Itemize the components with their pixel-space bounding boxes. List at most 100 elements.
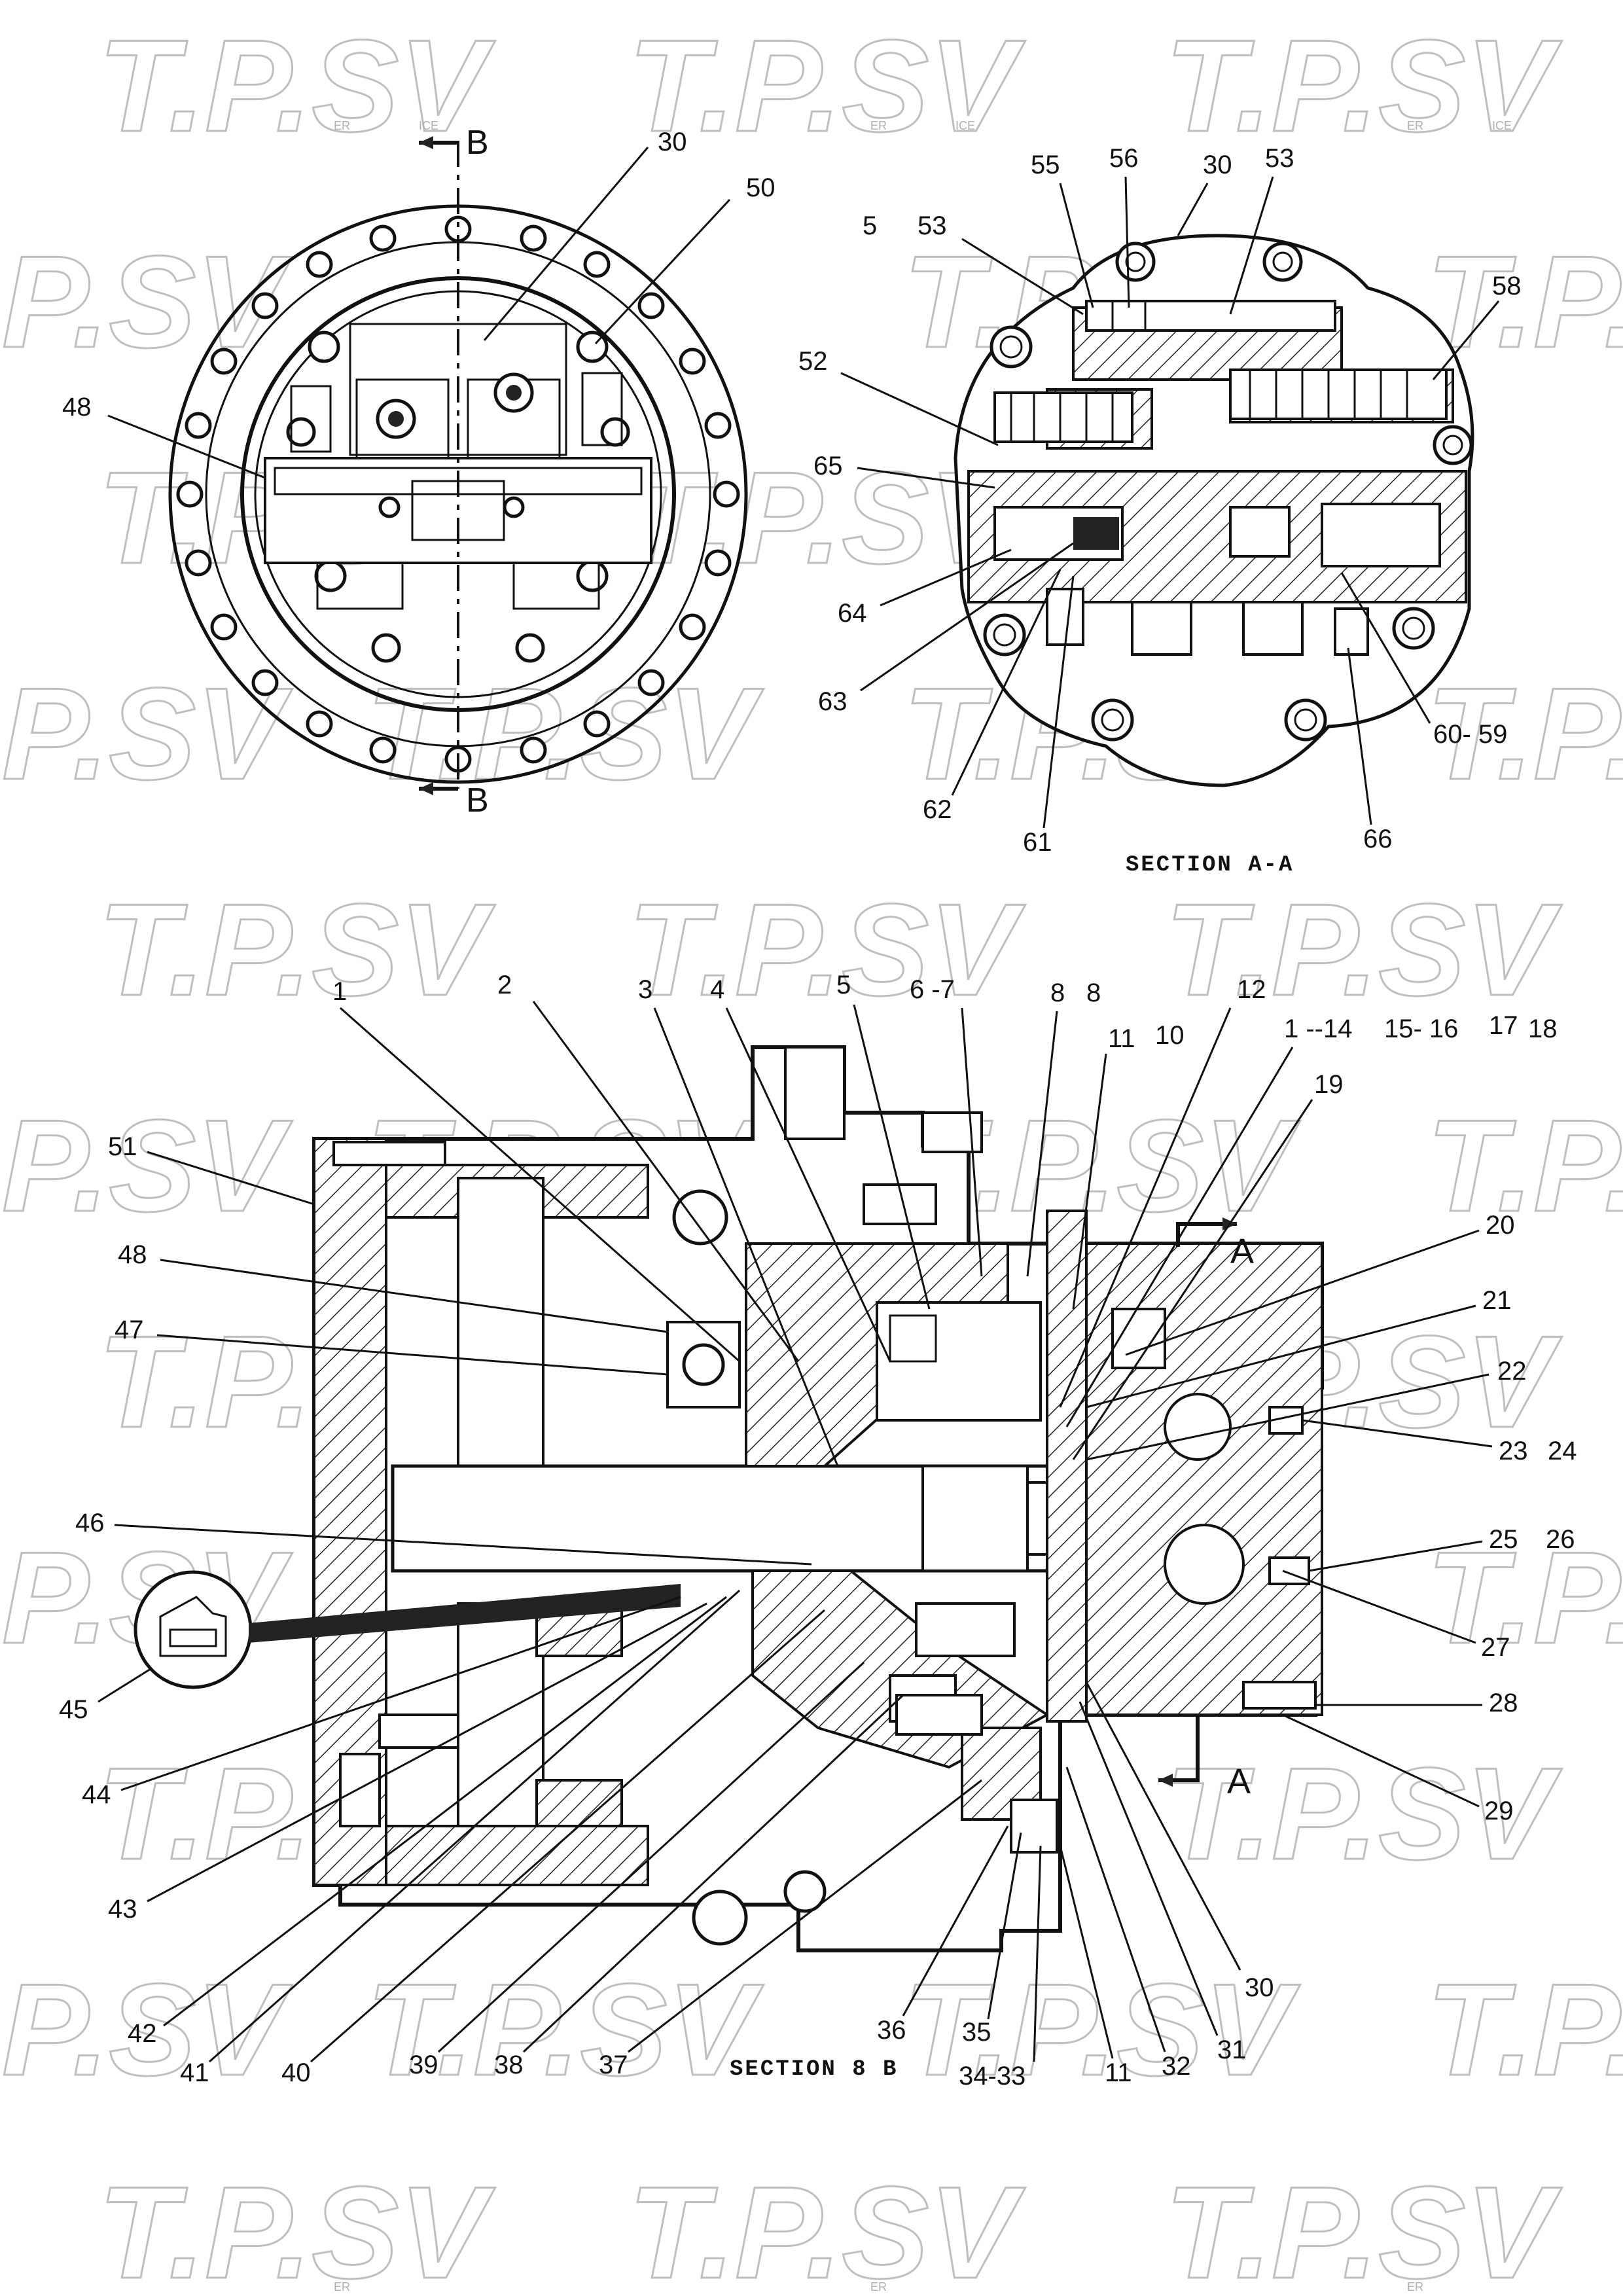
flange-bolt-holes — [176, 215, 740, 773]
callout-12: 12 — [1237, 975, 1266, 1004]
callout-18: 18 — [1528, 1014, 1558, 1043]
section-mark-a-bottom: A — [1227, 1762, 1251, 1801]
callout-8b: 8 — [1086, 978, 1101, 1007]
callout-32: 32 — [1162, 2052, 1191, 2081]
watermark-text: T.P.SV — [628, 877, 1026, 1023]
watermark-text: T.P.SV — [1165, 13, 1562, 159]
callout-52: 52 — [798, 347, 828, 376]
section-mark-b-bottom: B — [466, 781, 489, 819]
svg-text:ER: ER — [1407, 2280, 1423, 2293]
callout-1-14: 1 --14 — [1284, 1014, 1353, 1043]
watermark-text: T.P.SV — [98, 2160, 495, 2296]
callout-39: 39 — [409, 2051, 438, 2079]
inner-bolt-holes — [286, 331, 630, 663]
svg-text:ICE: ICE — [419, 119, 438, 132]
callout-41: 41 — [180, 2058, 209, 2087]
callout-48: 48 — [62, 393, 92, 422]
svg-text:ER: ER — [870, 119, 887, 132]
watermark-text: T.P.SV — [0, 661, 293, 807]
watermark-text: T.P.SV — [366, 1957, 764, 2103]
callout-24: 24 — [1548, 1437, 1577, 1465]
callout-4: 4 — [710, 975, 724, 1004]
callout-6-7: 6 -7 — [910, 975, 955, 1004]
callout-66: 66 — [1363, 825, 1393, 853]
callout-60-59: 60- 59 — [1433, 720, 1507, 749]
watermark-text: T.P.SV — [1427, 661, 1623, 807]
callout-63: 63 — [818, 687, 847, 716]
watermark-text: T.P.SV — [628, 2160, 1026, 2296]
callout-20: 20 — [1486, 1211, 1515, 1240]
watermark-text: T.P.SV — [1427, 1525, 1623, 1671]
callout-2: 2 — [497, 971, 512, 999]
callout-43: 43 — [108, 1895, 137, 1924]
callout-64: 64 — [838, 599, 867, 628]
watermark-text: T.P.SV — [98, 877, 495, 1023]
callout-34-33: 34-33 — [959, 2062, 1026, 2090]
callout-53: 53 — [918, 211, 947, 240]
callout-51: 51 — [108, 1132, 137, 1161]
watermark-text: T.P.SV — [1165, 1741, 1562, 1887]
watermark-text: T.P.SV — [1427, 1957, 1623, 2103]
section-mark-b-top: B — [466, 124, 489, 162]
callout-5: 5 — [863, 211, 877, 240]
watermark-text: T.P.SV — [1165, 877, 1562, 1023]
callout-36: 36 — [877, 2016, 906, 2045]
svg-text:ICE: ICE — [1492, 119, 1512, 132]
callout-27: 27 — [1481, 1633, 1510, 1662]
callout-45: 45 — [59, 1695, 88, 1724]
watermark-text: T.P.SV — [1427, 1093, 1623, 1239]
section-a-caption: SECTION A-A — [1126, 853, 1294, 878]
section-a-a-view: 55 56 30 53 5 53 58 52 65 64 63 62 61 66… — [798, 144, 1522, 878]
callout-5: 5 — [836, 971, 851, 999]
callout-19: 19 — [1314, 1070, 1344, 1099]
watermark-text: T.P.SV — [628, 13, 1026, 159]
callout-8: 8 — [1050, 978, 1065, 1007]
callout-56: 56 — [1109, 144, 1139, 173]
callout-62: 62 — [923, 795, 952, 824]
callout-26: 26 — [1546, 1525, 1575, 1554]
callout-11: 11 — [1108, 1024, 1135, 1053]
svg-text:ER: ER — [1407, 119, 1423, 132]
callout-29: 29 — [1484, 1797, 1514, 1825]
watermark-text: T.P.SV — [1165, 2160, 1562, 2296]
callout-38: 38 — [494, 2051, 524, 2079]
watermark-text: T.P.SV — [98, 13, 495, 159]
callout-10: 10 — [1155, 1021, 1185, 1050]
callout-37: 37 — [599, 2051, 628, 2079]
callout-28: 28 — [1489, 1689, 1518, 1717]
section-b-view: A A 1 2 3 4 5 6 -7 8 8 11 10 12 1 --14 1… — [59, 971, 1577, 2090]
section-mark-a-top: A — [1230, 1232, 1254, 1271]
callout-23: 23 — [1499, 1437, 1528, 1465]
callout-58: 58 — [1492, 272, 1522, 300]
svg-text:ICE: ICE — [955, 119, 975, 132]
callout-40: 40 — [281, 2058, 311, 2087]
svg-text:ER: ER — [334, 2280, 350, 2293]
watermark-text: T.P.SV — [1427, 229, 1623, 375]
callout-53: 53 — [1265, 144, 1294, 173]
callout-46: 46 — [75, 1509, 105, 1537]
callout-11-bottom: 11 — [1105, 2058, 1132, 2087]
callout-30: 30 — [1245, 1973, 1274, 2002]
callout-65: 65 — [813, 452, 843, 480]
watermark-text: T.P.SV — [903, 1957, 1300, 2103]
callout-25: 25 — [1489, 1525, 1518, 1554]
callout-30: 30 — [658, 128, 687, 156]
callout-31: 31 — [1217, 2036, 1247, 2064]
callout-42: 42 — [128, 2019, 157, 2048]
callout-1: 1 — [332, 977, 347, 1006]
watermark-text: T.P.SV — [0, 1093, 293, 1239]
svg-text:ER: ER — [870, 2280, 887, 2293]
callout-3: 3 — [638, 975, 652, 1004]
callout-55: 55 — [1031, 151, 1060, 179]
section-b-caption: SECTION 8 B — [730, 2057, 898, 2082]
callout-17: 17 — [1489, 1011, 1518, 1040]
callout-48: 48 — [118, 1240, 147, 1269]
callout-30: 30 — [1203, 151, 1232, 179]
callout-47: 47 — [115, 1316, 144, 1344]
callout-44: 44 — [82, 1780, 111, 1809]
callout-61: 61 — [1023, 828, 1052, 857]
callout-22: 22 — [1497, 1357, 1527, 1386]
callout-21: 21 — [1482, 1286, 1512, 1315]
callout-50: 50 — [746, 173, 776, 202]
